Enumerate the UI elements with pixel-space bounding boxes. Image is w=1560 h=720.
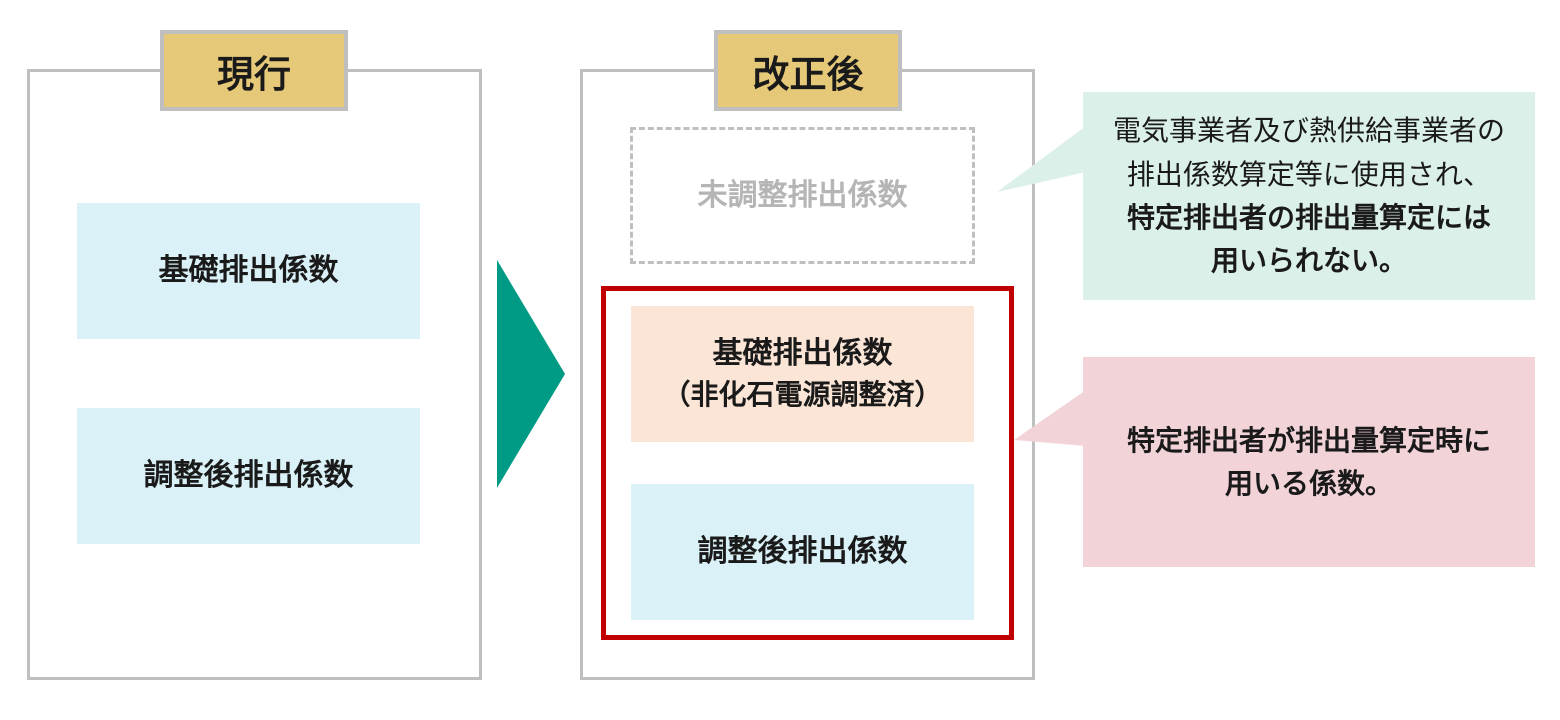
revised-title: 改正後 [714,30,902,111]
current-basic-coefficient-box: 基礎排出係数 [77,203,420,339]
current-basic-coefficient-label: 基礎排出係数 [158,253,339,289]
revised-adjusted-coefficient-label: 調整後排出係数 [697,534,908,570]
callout-adjusted-line1: 特定排出者が排出量算定時に [1126,423,1491,457]
current-adjusted-coefficient-label: 調整後排出係数 [143,458,354,494]
right-arrow-icon [497,260,565,488]
callout-unadjusted-line1: 電気事業者及び熱供給事業者の [1112,114,1505,148]
highlight-frame [601,286,1014,640]
revised-unadjusted-coefficient-label: 未調整排出係数 [697,177,908,213]
callout-unadjusted: 電気事業者及び熱供給事業者の 排出係数算定等に使用され、 特定排出者の排出量算定… [1083,92,1535,300]
callout-unadjusted-line3: 特定排出者の排出量算定には [1126,201,1491,234]
callout-adjusted-line2: 用いる係数。 [1224,467,1393,500]
current-panel [27,69,482,680]
callout-adjusted: 特定排出者が排出量算定時に 用いる係数。 [1083,357,1535,567]
callout-unadjusted-line2: 排出係数算定等に使用され、 [1126,157,1492,191]
revised-adjusted-coefficient-box: 調整後排出係数 [631,484,974,620]
revised-basic-coefficient-label: 基礎排出係数 [712,335,893,371]
revised-basic-coefficient-note: （非化石電源調整済） [662,378,943,412]
callout-unadjusted-line4: 用いられない。 [1210,244,1407,278]
current-title: 現行 [160,30,348,111]
current-adjusted-coefficient-box: 調整後排出係数 [77,408,420,544]
revised-unadjusted-coefficient-box: 未調整排出係数 [630,127,975,264]
revised-basic-coefficient-box: 基礎排出係数 （非化石電源調整済） [631,306,974,442]
